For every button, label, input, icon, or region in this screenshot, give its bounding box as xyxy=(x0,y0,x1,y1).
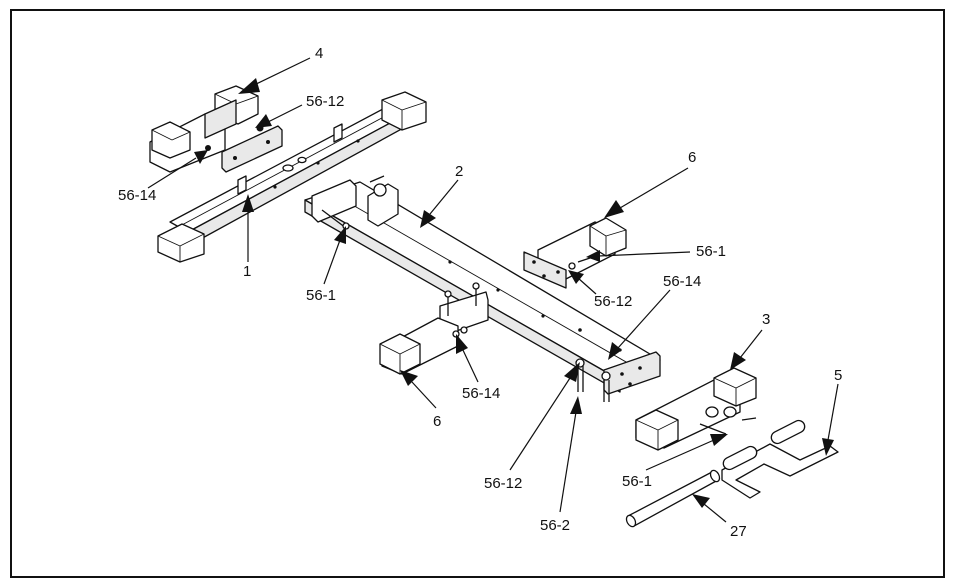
lower-left-foot xyxy=(379,317,468,375)
label-part-6-lower: 6 xyxy=(433,413,441,430)
leader-part-4 xyxy=(238,57,311,94)
rod xyxy=(625,469,721,528)
bolt-56-2 xyxy=(575,358,611,402)
label-56-1-left: 56-1 xyxy=(306,287,336,304)
label-part-4: 4 xyxy=(315,45,323,62)
label-part-1: 1 xyxy=(243,263,251,280)
leader-part-5 xyxy=(822,383,839,456)
leader-56-12-right xyxy=(568,270,597,295)
pedal-plate xyxy=(721,419,839,499)
leader-part-6-upper xyxy=(604,167,689,218)
leader-56-1-left xyxy=(323,226,346,285)
label-56-14-center: 56-14 xyxy=(462,385,500,402)
leader-part-3 xyxy=(730,329,763,370)
leader-56-1-right xyxy=(586,250,691,262)
main-beam xyxy=(304,175,661,393)
label-56-1-lower: 56-1 xyxy=(622,473,652,490)
label-part-27: 27 xyxy=(730,523,747,540)
label-part-6-upper: 6 xyxy=(688,149,696,166)
leader-56-14-center xyxy=(456,334,479,383)
label-56-12-bottom: 56-12 xyxy=(484,475,522,492)
label-56-12-right: 56-12 xyxy=(594,293,632,310)
label-part-3: 3 xyxy=(762,311,770,328)
leader-56-12-bottom xyxy=(509,362,580,471)
label-part-2: 2 xyxy=(455,163,463,180)
leader-part-6-lower xyxy=(400,370,437,409)
leader-56-14-left xyxy=(147,150,208,189)
leader-part-2 xyxy=(420,179,459,228)
label-56-2: 56-2 xyxy=(540,517,570,534)
leader-56-1-lower xyxy=(645,434,728,471)
front-foot-assembly xyxy=(603,351,757,451)
leader-56-14-right xyxy=(608,289,671,360)
label-56-14-left: 56-14 xyxy=(118,187,156,204)
leader-56-12-top xyxy=(255,104,303,128)
leader-part-27 xyxy=(692,494,727,523)
label-part-5: 5 xyxy=(834,367,842,384)
label-56-12-top: 56-12 xyxy=(306,93,344,110)
leader-part-1 xyxy=(242,194,254,262)
leader-56-2 xyxy=(559,396,582,513)
rear-foot-pad xyxy=(149,85,283,173)
label-56-14-right: 56-14 xyxy=(663,273,701,290)
label-56-1-right: 56-1 xyxy=(696,243,726,260)
